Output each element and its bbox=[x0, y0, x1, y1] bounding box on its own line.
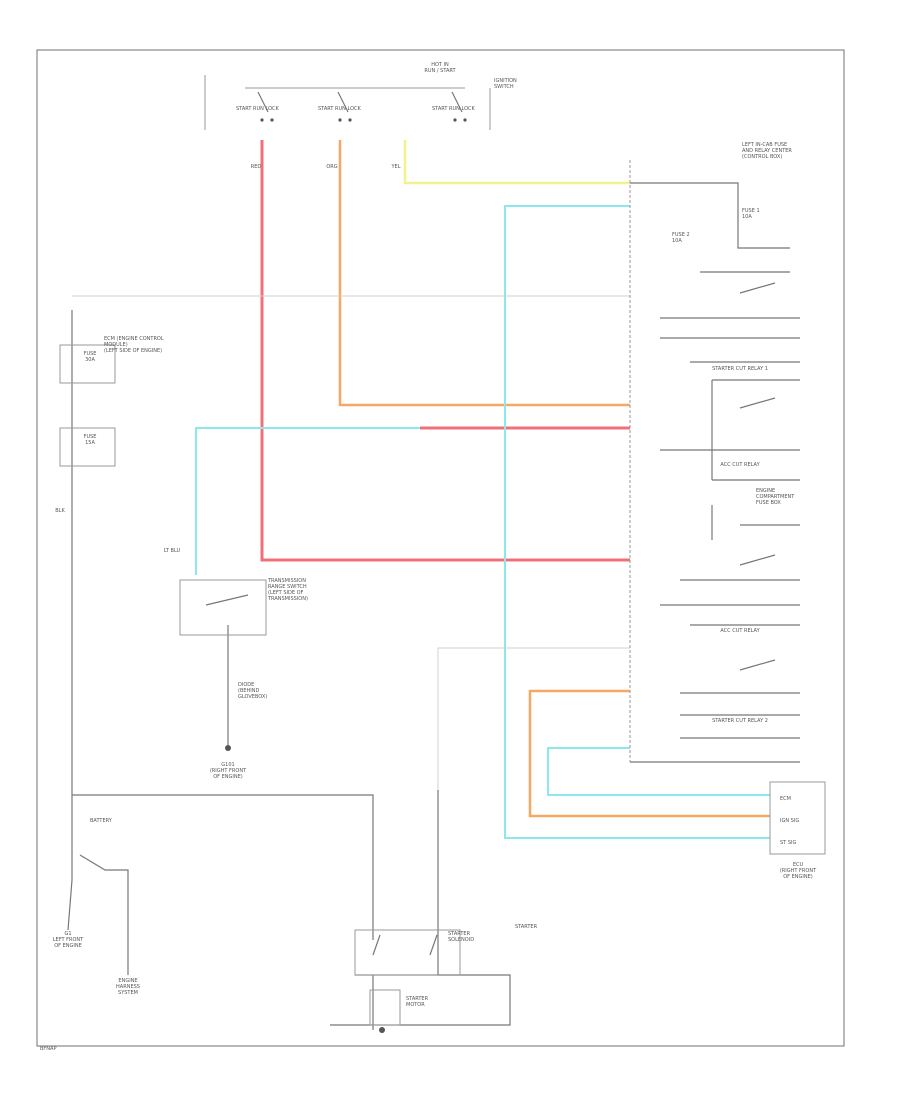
relay-block-1 bbox=[630, 182, 800, 363]
label-ecm-block: ECM (ENGINE CONTROL bbox=[104, 336, 164, 342]
label-acc-relay: ACC CUT RELAY bbox=[720, 462, 760, 468]
label-starter-cut-relay-1: STARTER CUT RELAY 1 bbox=[712, 366, 768, 372]
label-tcm: RANGE SWITCH bbox=[268, 584, 307, 590]
label-acc-relay-2: ACC CUT RELAY bbox=[720, 628, 760, 634]
ignition-switch bbox=[204, 75, 491, 130]
relay-block-4 bbox=[630, 659, 800, 763]
ignition-position-labels: START RUN LOCK bbox=[236, 106, 280, 112]
label-starter-cut-relay-2: STARTER CUT RELAY 2 bbox=[712, 718, 768, 724]
label-engine-compartment: COMPARTMENT bbox=[756, 494, 795, 500]
ecu-pin-label: ST SIG bbox=[780, 840, 796, 846]
label-diode: DIODE bbox=[238, 682, 254, 688]
label-engine-compartment: ENGINE bbox=[756, 488, 775, 494]
label-fuse-b: 10A bbox=[672, 238, 682, 244]
label-fuse-c: 30A bbox=[85, 357, 95, 363]
label-diode: (BEHIND bbox=[238, 688, 260, 694]
label-hot-in: RUN / START bbox=[424, 68, 456, 74]
ignition-position-labels: START RUN LOCK bbox=[432, 106, 476, 112]
label-ipdm: AND RELAY CENTER bbox=[742, 148, 792, 154]
label-starter-relay: STARTER bbox=[448, 931, 471, 937]
label-ecm-block: (LEFT SIDE OF ENGINE) bbox=[104, 348, 162, 354]
label-ecu-right: ECU bbox=[793, 862, 804, 868]
label-tcm-wire: LT BLU bbox=[164, 548, 181, 554]
label-left-front-ground: OF ENGINE bbox=[54, 943, 82, 949]
label-diode: GLOVEBOX) bbox=[238, 694, 267, 700]
label-tcm: (LEFT SIDE OF bbox=[268, 590, 304, 596]
label-engine-compartment: FUSE BOX bbox=[756, 500, 781, 506]
relay-block-2 bbox=[660, 379, 800, 481]
label-engine-harness: HARNESS bbox=[116, 984, 140, 990]
label-ignition-switch: SWITCH bbox=[494, 84, 514, 90]
gray-wires bbox=[72, 295, 630, 790]
label-ecu-right: (RIGHT FRONT bbox=[780, 868, 817, 874]
ecu-pin-label: IGN SIG bbox=[780, 818, 799, 824]
label-starter-motor: STARTER bbox=[406, 996, 429, 1002]
starter-assembly bbox=[354, 929, 461, 1026]
ignition-position-labels: START RUN LOCK bbox=[318, 106, 362, 112]
label-ign-wire-red: RED bbox=[251, 164, 262, 170]
label-ipdm: LEFT IN-CAB FUSE bbox=[742, 142, 787, 148]
ground-symbols bbox=[225, 745, 385, 1033]
yellow-wire bbox=[403, 140, 630, 185]
black-wires bbox=[67, 310, 511, 1030]
label-ign-wire-org: ORG bbox=[326, 164, 337, 170]
label-ground-left: OF ENGINE) bbox=[213, 774, 243, 780]
label-engine-harness: ENGINE bbox=[118, 978, 137, 984]
label-tcm: TRANSMISSION bbox=[267, 578, 306, 584]
label-ecm-block: MODULE) bbox=[104, 342, 128, 348]
label-engine-harness: SYSTEM bbox=[118, 990, 138, 996]
label-left-front-ground: G1 bbox=[64, 931, 71, 937]
label-ipdm: (CONTROL BOX) bbox=[742, 154, 782, 160]
label-ignition-switch: IGNITION bbox=[494, 78, 517, 84]
orange-wire bbox=[338, 140, 770, 818]
label-starter-label: STARTER bbox=[515, 924, 538, 930]
label-hot-in: HOT IN bbox=[431, 62, 449, 68]
label-left-front-ground: LEFT FRONT bbox=[53, 937, 84, 943]
ecu-connector bbox=[769, 781, 826, 855]
diagram-frame bbox=[36, 49, 845, 1047]
ecm-relay-left bbox=[59, 344, 116, 467]
label-ecu-right: OF ENGINE) bbox=[783, 874, 813, 880]
red-wire bbox=[260, 140, 630, 562]
transmission-range-switch bbox=[179, 579, 267, 636]
label-ground-left: G101 bbox=[221, 762, 234, 768]
label-fuse-d: FUSE bbox=[84, 434, 97, 440]
label-starter-relay: SOLENOID bbox=[448, 937, 474, 943]
label-tcm: TRANSMISSION) bbox=[267, 596, 308, 602]
label-footer: BFNAP bbox=[40, 1046, 56, 1052]
ecu-pin-label: ECM bbox=[780, 796, 791, 802]
label-wire-blk: BLK bbox=[55, 508, 65, 514]
label-starter-motor: MOTOR bbox=[406, 1002, 425, 1008]
relay-block-3 bbox=[660, 505, 800, 626]
label-fuse-a: FUSE 1 bbox=[742, 208, 760, 214]
label-ign-wire-yel: YEL bbox=[391, 164, 401, 170]
label-fuse-a: 10A bbox=[742, 214, 752, 220]
label-fuse-d: 15A bbox=[85, 440, 95, 446]
label-battery: BATTERY bbox=[90, 818, 113, 824]
label-ground-left: (RIGHT FRONT bbox=[210, 768, 247, 774]
label-fuse-c: FUSE bbox=[84, 351, 97, 357]
cyan-wire bbox=[195, 205, 770, 839]
label-fuse-b: FUSE 2 bbox=[672, 232, 690, 238]
